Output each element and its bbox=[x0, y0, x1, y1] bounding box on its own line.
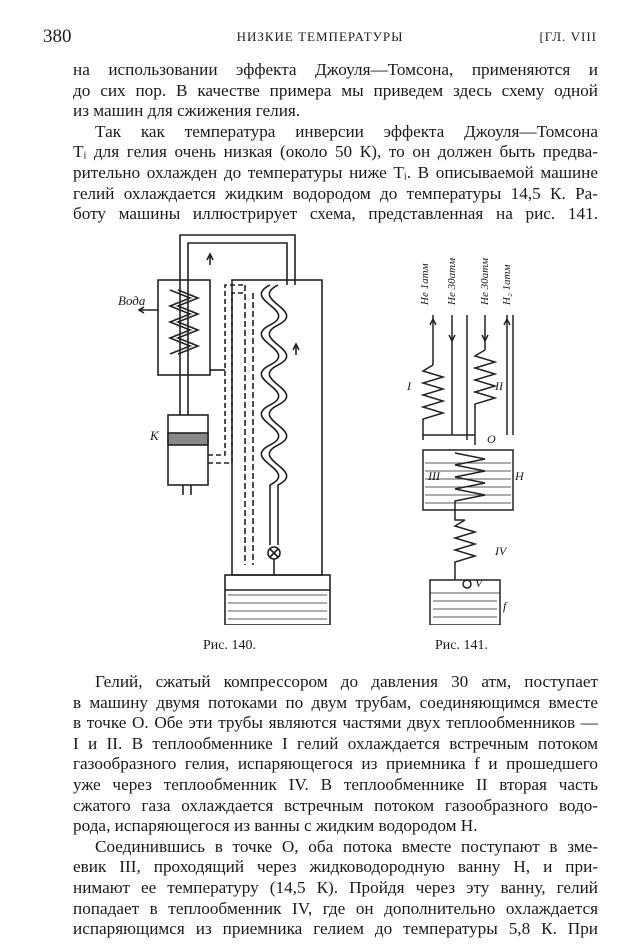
text-line: в точке O. Обе эти трубы являются частям… bbox=[73, 713, 598, 733]
label-IV: IV bbox=[494, 544, 508, 558]
figure-141-caption: Рис. 141. bbox=[435, 638, 488, 653]
text-line: на использовании эффекта Джоуля—Томсона,… bbox=[73, 60, 598, 79]
label-O: O bbox=[487, 432, 496, 446]
bottom-text: Гелий, сжатый компрессором до давления 3… bbox=[73, 672, 598, 940]
text-line: рода, испаряющегося из ванны с жидким во… bbox=[73, 816, 478, 836]
stream-label: He 1атм bbox=[419, 263, 431, 306]
label-water: Вода bbox=[118, 293, 146, 308]
text-line: рительно охлажден до температуры ниже Tᵢ… bbox=[73, 162, 598, 182]
page-number: 380 bbox=[43, 26, 72, 47]
figure-140-caption: Рис. 140. bbox=[203, 638, 256, 653]
text-line: евик III, проходящий через жидководородн… bbox=[73, 857, 598, 877]
text-line: газообразного гелия, испаряющегося из пр… bbox=[73, 754, 598, 774]
text-line: Соединившись в точке O, оба потока вмест… bbox=[95, 836, 598, 856]
label-III: III bbox=[427, 469, 441, 483]
stream-label: He 30атм bbox=[446, 258, 458, 306]
text-line: из машин для сжижения гелия. bbox=[73, 101, 301, 121]
chapter-label: [ГЛ. VIII bbox=[539, 29, 597, 44]
text-line: сжатого газа охлаждается встречным поток… bbox=[73, 795, 598, 815]
text-line: Tᵢ для гелия очень низкая (около 50 К), … bbox=[73, 142, 598, 162]
page-header: 380 НИЗКИЕ ТЕМПЕРАТУРЫ [ГЛ. VIII bbox=[43, 26, 597, 50]
text-line: до сих пор. В качестве примера мы привед… bbox=[73, 80, 598, 100]
text-line: уже через теплообменник IV. В теплообмен… bbox=[73, 774, 598, 794]
figure-140-diagram: Вода К bbox=[118, 234, 331, 625]
text-line: Гелий, сжатый компрессором до давления 3… bbox=[95, 672, 598, 691]
text-line: Так как температура инверсии эффекта Джо… bbox=[95, 121, 598, 141]
label-k: К bbox=[149, 428, 160, 443]
text-line: I и II. В теплообменнике I гелий охлажда… bbox=[73, 733, 598, 753]
text-line: попадает в теплообменник IV, где он допо… bbox=[73, 898, 598, 918]
figure-141-diagram: He 1атм He 30атм He 30атм H₂ 1атм I II O… bbox=[406, 258, 525, 625]
label-II: II bbox=[494, 379, 504, 393]
stream-label: H₂ 1атм bbox=[501, 265, 513, 306]
text-line: испаряющимся из приемника гелием до темп… bbox=[73, 919, 598, 939]
label-V: V bbox=[475, 576, 484, 590]
label-H: H bbox=[514, 469, 525, 483]
text-line: в машину двумя потоками по двум трубам, … bbox=[73, 692, 598, 712]
text-line: гелий охлаждается жидким водородом до те… bbox=[73, 183, 598, 203]
text-line: боту машины иллюстрирует схема, представ… bbox=[73, 204, 598, 224]
label-f: f bbox=[503, 599, 508, 613]
text-line: нимают ее температуру (14,5 К). Пройдя ч… bbox=[73, 877, 598, 897]
label-I: I bbox=[406, 379, 412, 393]
running-title: НИЗКИЕ ТЕМПЕРАТУРЫ bbox=[236, 29, 404, 44]
stream-label: He 30атм bbox=[479, 258, 491, 306]
top-text: на использовании эффекта Джоуля—Томсона,… bbox=[73, 60, 598, 225]
